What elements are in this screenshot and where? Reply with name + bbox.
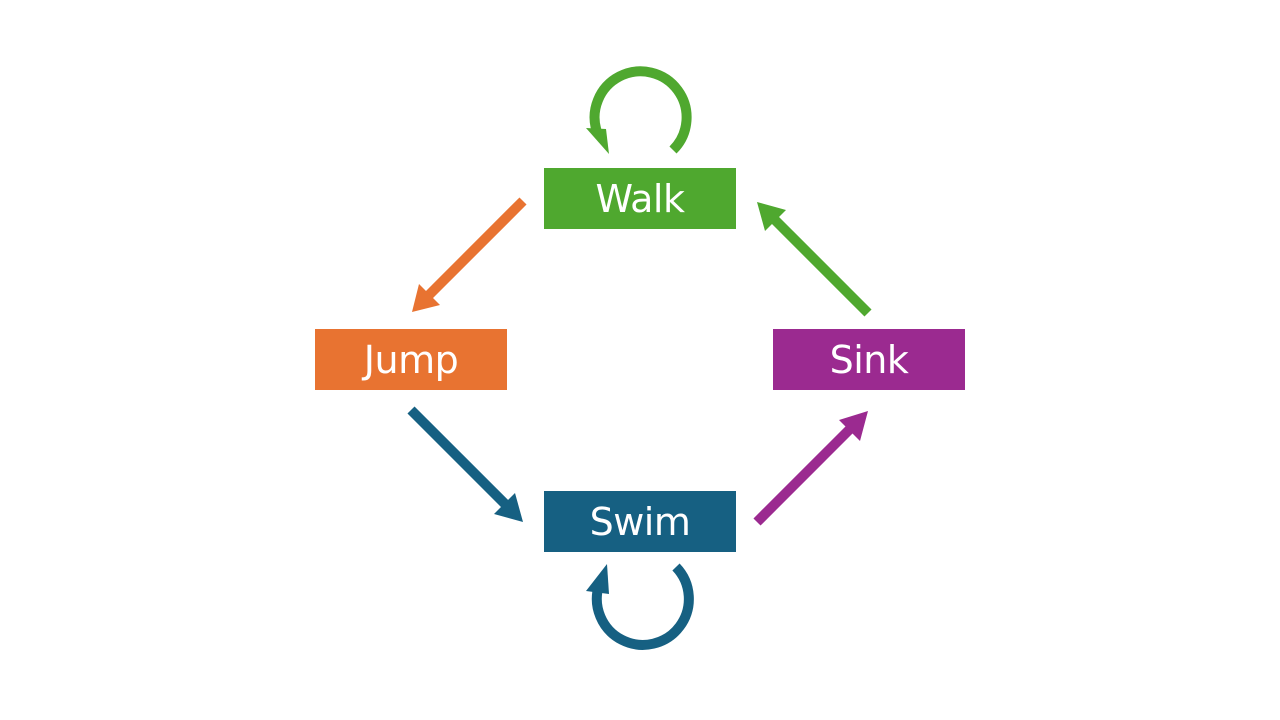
node-jump: Jump (315, 329, 507, 390)
arrowhead-walk-to-jump-icon (412, 284, 440, 312)
arrowhead-sink-to-walk-icon (757, 202, 786, 231)
edge-swim-to-swim (591, 563, 694, 650)
edge-walk-to-walk (589, 66, 692, 154)
arrowhead-jump-to-swim-icon (494, 493, 523, 522)
arrowhead-walk-to-walk-icon (586, 128, 609, 154)
node-walk: Walk (544, 168, 736, 229)
edge-walk-to-jump (424, 197, 527, 300)
node-walk-label: Walk (595, 176, 686, 221)
node-swim-label: Swim (589, 499, 691, 544)
arrowhead-swim-to-swim-icon (586, 564, 609, 594)
edge-swim-to-sink (753, 425, 854, 526)
arrowhead-swim-to-sink-icon (839, 411, 868, 441)
node-sink: Sink (773, 329, 965, 390)
edge-sink-to-walk (771, 216, 872, 317)
edge-jump-to-swim (407, 406, 510, 509)
node-swim: Swim (544, 491, 736, 552)
node-jump-label: Jump (363, 337, 459, 382)
node-sink-label: Sink (829, 337, 909, 382)
